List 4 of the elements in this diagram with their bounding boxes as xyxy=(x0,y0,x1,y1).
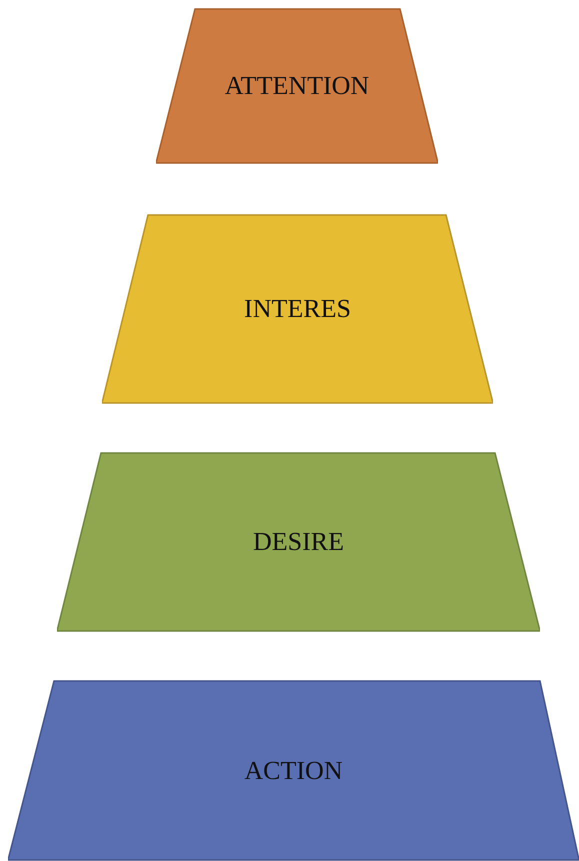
stage-label: ATTENTION xyxy=(224,71,370,101)
stage-label: ACTION xyxy=(244,756,343,786)
stage-label: DESIRE xyxy=(253,527,344,557)
stage-label: INTERES xyxy=(244,294,351,324)
